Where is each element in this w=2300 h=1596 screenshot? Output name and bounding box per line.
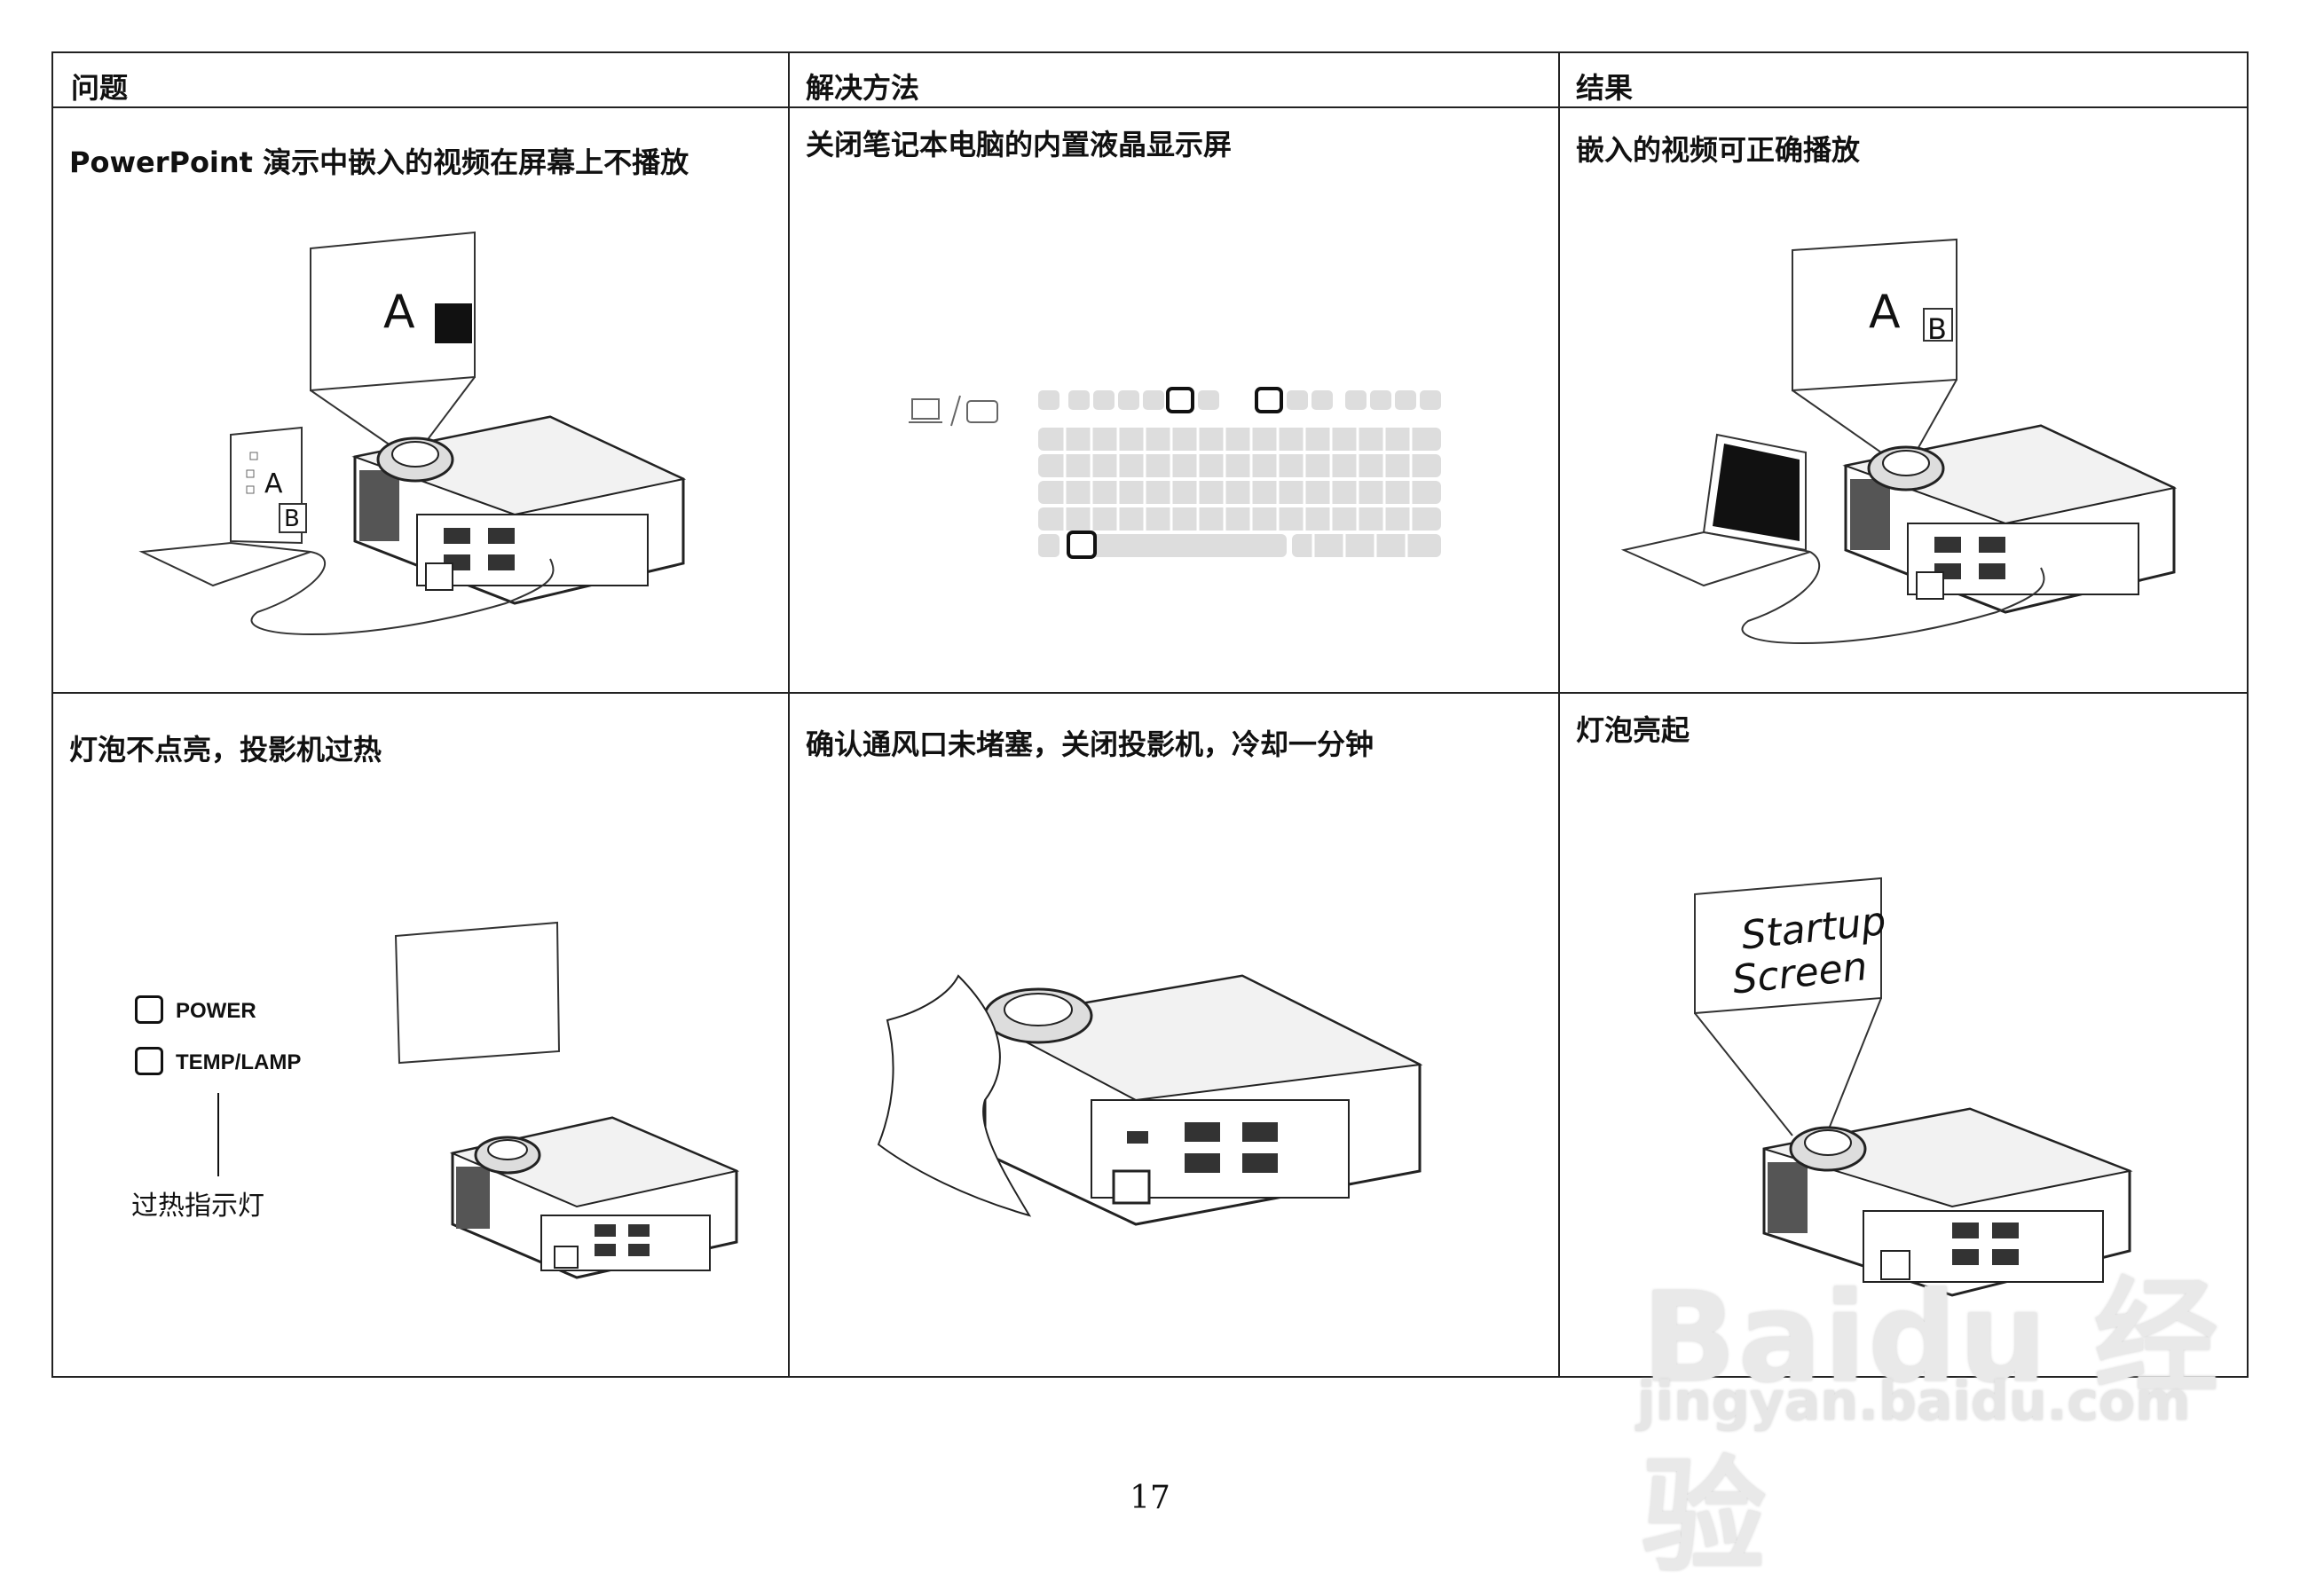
temp-lamp-label: TEMP/LAMP (176, 1050, 302, 1074)
troubleshooting-table: 问题 解决方法 结果 PowerPoint 演示中嵌入的视频在屏幕上不播放 关闭… (51, 51, 2249, 1378)
watermark-url: jingyan.baidu.com (1637, 1371, 2191, 1433)
laptop-letter-b: B (284, 506, 300, 532)
illustration-vent (877, 974, 1423, 1226)
header-result: 结果 (1576, 71, 1634, 105)
illustration-overheat (394, 921, 740, 1279)
result-screen-letter-a: A (1869, 286, 1901, 339)
result-screen-letter-b: B (1927, 312, 1947, 346)
row2-result: 灯泡亮起 (1576, 713, 1690, 747)
column-divider-2 (1558, 53, 1560, 1376)
row2-problem: 灯泡不点亮，投影机过热 (69, 733, 382, 767)
row2-solution: 确认通风口未堵塞，关闭投影机，冷却一分钟 (806, 727, 1374, 761)
illustration-problem-video (138, 231, 687, 635)
illustration-startup (1694, 877, 2133, 1297)
power-indicator (135, 995, 163, 1024)
screen-letter-a: A (383, 286, 415, 339)
row-divider (53, 692, 2247, 694)
indicator-leader-line (217, 1093, 219, 1176)
illustration-keyboard (909, 387, 1441, 559)
header-solution: 解决方法 (806, 71, 920, 105)
illustration-result-video (1620, 238, 2178, 644)
laptop-letter-a: A (264, 468, 283, 499)
column-divider-1 (788, 53, 790, 1376)
row1-result: 嵌入的视频可正确播放 (1576, 133, 1861, 167)
header-problem: 问题 (71, 71, 129, 105)
header-divider (53, 106, 2247, 108)
overheat-indicator-label: 过热指示灯 (131, 1191, 264, 1222)
row1-solution: 关闭笔记本电脑的内置液晶显示屏 (806, 128, 1233, 161)
row1-problem: PowerPoint 演示中嵌入的视频在屏幕上不播放 (69, 145, 689, 179)
page-number: 17 (1130, 1480, 1170, 1516)
power-label: POWER (176, 999, 256, 1023)
temp-lamp-indicator (135, 1047, 163, 1075)
